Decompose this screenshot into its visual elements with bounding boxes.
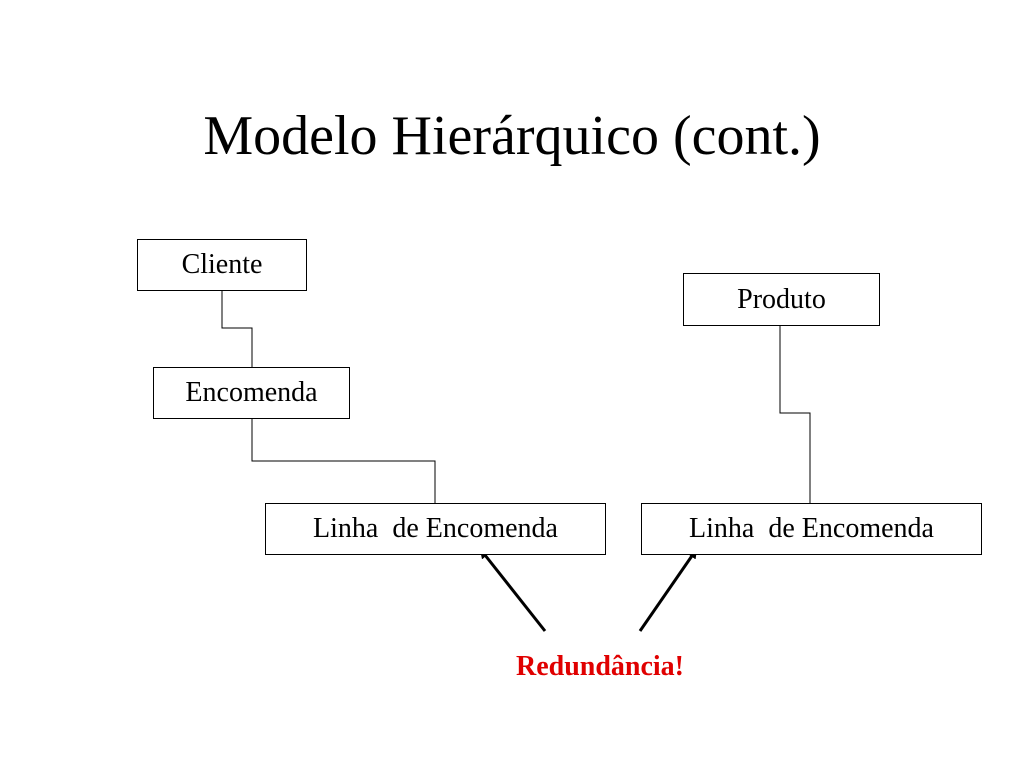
edge-encomenda-linha-encomenda bbox=[251, 419, 436, 503]
node-cliente-label: Cliente bbox=[181, 249, 263, 280]
node-encomenda-label: Encomenda bbox=[185, 377, 318, 408]
node-cliente: Cliente bbox=[137, 239, 307, 291]
node-produto-label: Produto bbox=[737, 283, 826, 315]
redundancy-callout: Redundância! bbox=[515, 651, 685, 682]
slide-title: Modelo Hierárquico (cont.) bbox=[203, 105, 821, 167]
edge-cliente-encomenda bbox=[221, 291, 253, 367]
redundancy-arrow-right bbox=[638, 548, 698, 632]
node-linha-encomenda-left-label: Linha de Encomenda bbox=[313, 513, 558, 544]
node-produto: Produto bbox=[683, 273, 880, 326]
node-linha-encomenda-left: Linha de Encomenda bbox=[265, 503, 606, 555]
redundancy-arrow-left bbox=[479, 548, 547, 632]
node-encomenda: Encomenda bbox=[153, 367, 350, 419]
node-linha-encomenda-right: Linha de Encomenda bbox=[641, 503, 982, 555]
node-linha-encomenda-right-label: Linha de Encomenda bbox=[689, 513, 934, 544]
edge-produto-linha-encomenda bbox=[779, 326, 811, 503]
